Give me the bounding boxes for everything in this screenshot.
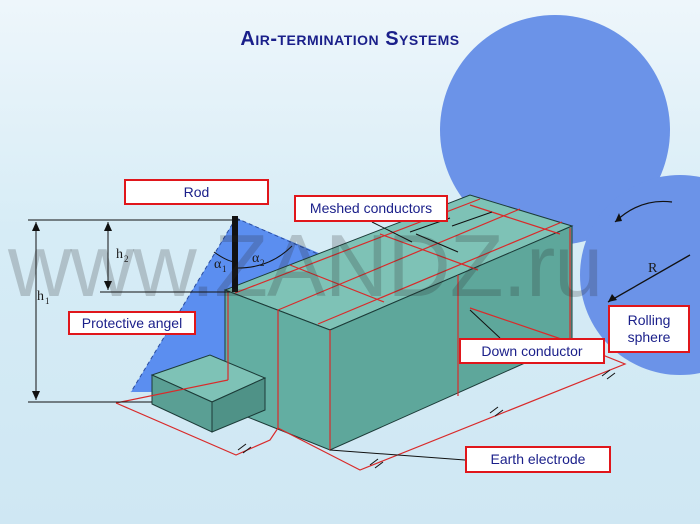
svg-text:1: 1 (45, 296, 50, 306)
alpha1-label: α (214, 257, 222, 272)
break-marks (237, 369, 616, 469)
svg-text:2: 2 (260, 258, 265, 268)
meshed-conductors-label: Meshed conductors (294, 195, 448, 222)
rod (232, 216, 238, 292)
svg-text:1: 1 (222, 264, 227, 274)
alpha2-arc (237, 245, 293, 269)
h2-label: h (116, 247, 123, 262)
rolling-sphere-label: Rolling sphere (608, 305, 690, 353)
alpha2-label: α (252, 251, 260, 266)
svg-text:2: 2 (124, 254, 129, 264)
h1-label: h (37, 289, 44, 304)
page-title: Air-termination Systems (240, 28, 460, 50)
radius-line (607, 254, 691, 303)
down-conductors (227, 228, 571, 450)
protective-angel-label: Protective angel (68, 311, 196, 335)
rod-label: Rod (124, 179, 269, 205)
radius-label: R (648, 261, 658, 276)
dimension-lines (28, 219, 240, 403)
annex-side (211, 377, 266, 433)
earth-electrode-label: Earth electrode (465, 446, 611, 473)
rolling-sphere-large (440, 15, 670, 245)
roof-mesh (234, 198, 563, 325)
down-conductor-label: Down conductor (459, 338, 605, 364)
alpha1-arc (213, 251, 237, 263)
